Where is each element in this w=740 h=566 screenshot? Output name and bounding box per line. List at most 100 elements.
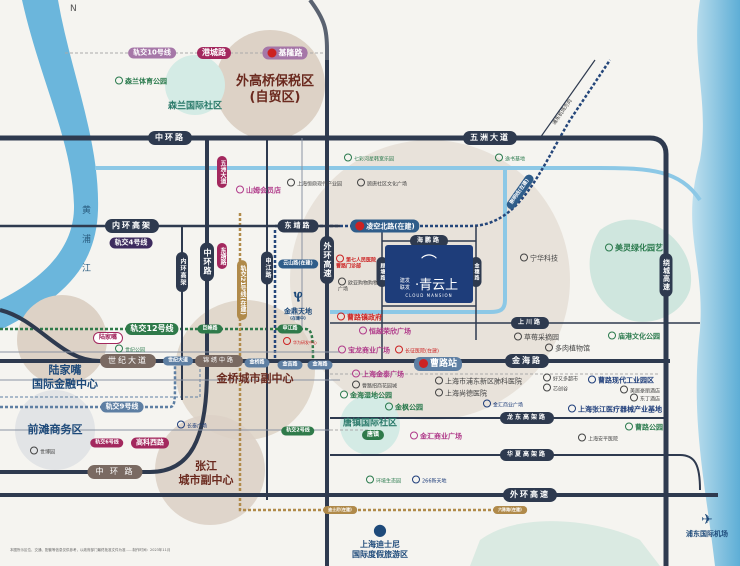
station-gaokexi: 高科西路 [131, 437, 169, 449]
road-label-haipeng: 海鹏路 [409, 235, 449, 247]
station-lujiazui: 陆家嘴 [92, 332, 124, 344]
poi-qiyang: 七彩河星韩宽乐园 [344, 154, 394, 163]
project-name: ·青云上 [414, 278, 459, 293]
road-label-waihuan-v: 外环高速 [320, 236, 334, 284]
poi-caolu-ind: 曹路现代工业园区 [588, 376, 654, 385]
road-label-jinzhong: 锦绣中路 [194, 355, 244, 367]
road-label-wuzhou: 五洲大道 [463, 131, 517, 145]
poi-hospital7: 第七人民医院曹路门诊部 [336, 255, 376, 270]
road-label-gutang: 顾塘路 [376, 257, 388, 287]
zone-senlan: 森兰国际社区 [167, 101, 223, 112]
road-label-waihuan-h: 外环高速 [503, 488, 557, 502]
station-jinji: 金吉路 [277, 360, 303, 370]
road-label-dongjing: 东靖路 [277, 219, 319, 233]
poi-baolong: 宝龙商业广场 [338, 346, 390, 355]
road-label-huaxia: 华夏高架路 [499, 449, 555, 461]
zone-zhangjiang: 张江城市副中心 [178, 459, 234, 486]
poi-caolu-park: 曹路公园 [625, 423, 663, 432]
airplane-icon: ✈ [701, 511, 713, 528]
compass-icon: N [70, 4, 77, 14]
road-label-raocheng: 绕城高速 [659, 253, 673, 297]
station-dongjing: 东靖路 [217, 243, 227, 269]
poi-senlan-park: 森兰体育公园 [115, 77, 167, 86]
poi-changzheng: 长征医院(在建) [395, 346, 439, 355]
poi-jinfeng: 金枫公园 [385, 403, 423, 412]
poi-shequ: 顾唐社区文化广场 [357, 179, 407, 188]
station-tangzhen: 唐镇 [361, 430, 385, 440]
river-label-huangpu: 黄浦江 [80, 205, 90, 292]
poi-feike: 上海市浦东新区肺科医院 [435, 377, 522, 386]
station-jilong: 基隆路 [262, 46, 308, 60]
disclaimer-text: 本图所示区位、交通、配套等信息仅供参考，以政府部门最终批准文件为准……制作时间：… [10, 548, 171, 552]
poi-tiandi: 266新天地 [412, 476, 447, 485]
metro-line-4: 轨交4号线 [109, 237, 153, 249]
station-juyang: 巨峰路 [197, 324, 223, 334]
metro-line-10: 轨交10号线 [128, 47, 176, 59]
road-label-longdong: 龙东高架路 [499, 412, 555, 424]
poi-miaogang: 庙港文化公园 [608, 332, 660, 341]
project-name-en: CLOUD MANSION [405, 293, 453, 298]
metro-icon [418, 359, 428, 368]
poi-zhigu: 芯创谷 [543, 384, 568, 393]
poi-shibo: 世博园 [30, 447, 55, 456]
metro-icon [355, 221, 365, 231]
jinding-logo-icon: Ⳡ [293, 289, 303, 306]
zone-disney: ●上海迪士尼国际度假旅游区 [352, 520, 408, 559]
mickey-icon: ● [373, 520, 387, 539]
zone-airport: ✈浦东国际机场 [686, 511, 728, 538]
poi-huanying: 环境生态园 [366, 476, 401, 485]
poi-changtai: 长泰广场 [177, 421, 207, 430]
road-label-zhonghuan-bottom: 中 环 路 [87, 465, 143, 479]
poi-jintai: 上海金泰广场 [352, 370, 404, 379]
station-gangcheng: 港城路 [197, 47, 231, 59]
poi-caolu-garden: 曹路招商花园城 [352, 381, 397, 390]
metro-line-21: 轨交21号线(在建) [237, 260, 247, 320]
poi-caolu-gov: 曹路镇政府 [337, 313, 382, 322]
station-disney: 迪士尼(在建) [323, 506, 357, 514]
poi-anping: 上海安平医院 [578, 434, 618, 443]
zone-tangzhen: 唐镇国际社区 [342, 418, 398, 429]
metro-line-2: 轨交2号线 [281, 426, 315, 436]
poi-oushang: 欧亚购物购物广场 [338, 278, 378, 293]
poi-haoyou: 好又多超市 [543, 374, 578, 383]
zone-qiantan: 前滩商务区 [27, 423, 83, 437]
station-jinhai: 金海路 [307, 360, 333, 370]
project-logo-icon: ⌒ [420, 253, 437, 272]
station-liuzao: 六陈路(在建) [493, 506, 527, 514]
poi-meiju: 美居豪丽酒店 [620, 386, 660, 395]
poi-shiji-park: 世纪公园 [115, 345, 145, 354]
station-yunshan: 云山路(在建) [278, 259, 318, 269]
road-label-shiji: 世纪大道 [100, 354, 156, 368]
metro-line-6: 轨交6号线 [90, 438, 124, 448]
poi-xiangde: 上海尚德医院 [435, 389, 487, 398]
poi-hengye: 上海恒鼎现代产业园 [287, 179, 342, 188]
metro-line-9: 轨交9号线 [100, 401, 144, 413]
poi-jinhui-biz: 金汇商业广场 [410, 432, 462, 441]
poi-zhangjiang-med: 上海张江医疗器械产业基地 [568, 405, 662, 414]
poi-yishu: 逸书基地 [495, 154, 525, 163]
poi-duorou: 多肉植物馆 [545, 344, 590, 353]
road-label-shangchuan: 上川路 [510, 317, 550, 329]
poi-hengyue: 恒越荣欣广场 [359, 327, 411, 336]
poi-jinhui-plaza: 金汇商业广场 [483, 400, 523, 409]
poi-dongding: 东丁酒店 [630, 394, 660, 403]
zone-lujiazui: 陆家嘴国际金融中心 [32, 363, 98, 390]
road-label-jinhai: 金海路 [505, 354, 549, 368]
zone-waigaoqiao: 外高桥保税区(自贸区) [235, 73, 315, 105]
poi-jinhai-wetland: 金海湿地公园 [340, 391, 392, 400]
road-label-neihuan-v: 内环高架 [176, 252, 188, 292]
project-cloud-mansion[interactable]: ⌒ 建发联发 ·青云上 CLOUD MANSION [385, 245, 473, 303]
station-lingkongbei: 凌空北路(在建) [350, 219, 420, 233]
station-shijidadao: 世纪大道 [162, 356, 194, 366]
zone-jinqiao: 金桥城市副中心 [216, 372, 294, 386]
station-wuzhoudadao: 五洲大道 [217, 156, 227, 188]
station-caolu: 曹路站 [413, 357, 463, 371]
metro-line-12: 轨交12号线 [125, 323, 179, 335]
road-label-zhonghuan: 中环路 [148, 131, 192, 145]
poi-shanmu: 山姆会员店 [236, 186, 281, 195]
poi-caomei: 草莓采摘园 [514, 333, 559, 342]
poi-huawei: 华为研发中心 [283, 337, 317, 345]
poi-ninghua: 宁华科技 [520, 254, 558, 263]
station-jinqiao: 金桥路 [244, 358, 270, 368]
